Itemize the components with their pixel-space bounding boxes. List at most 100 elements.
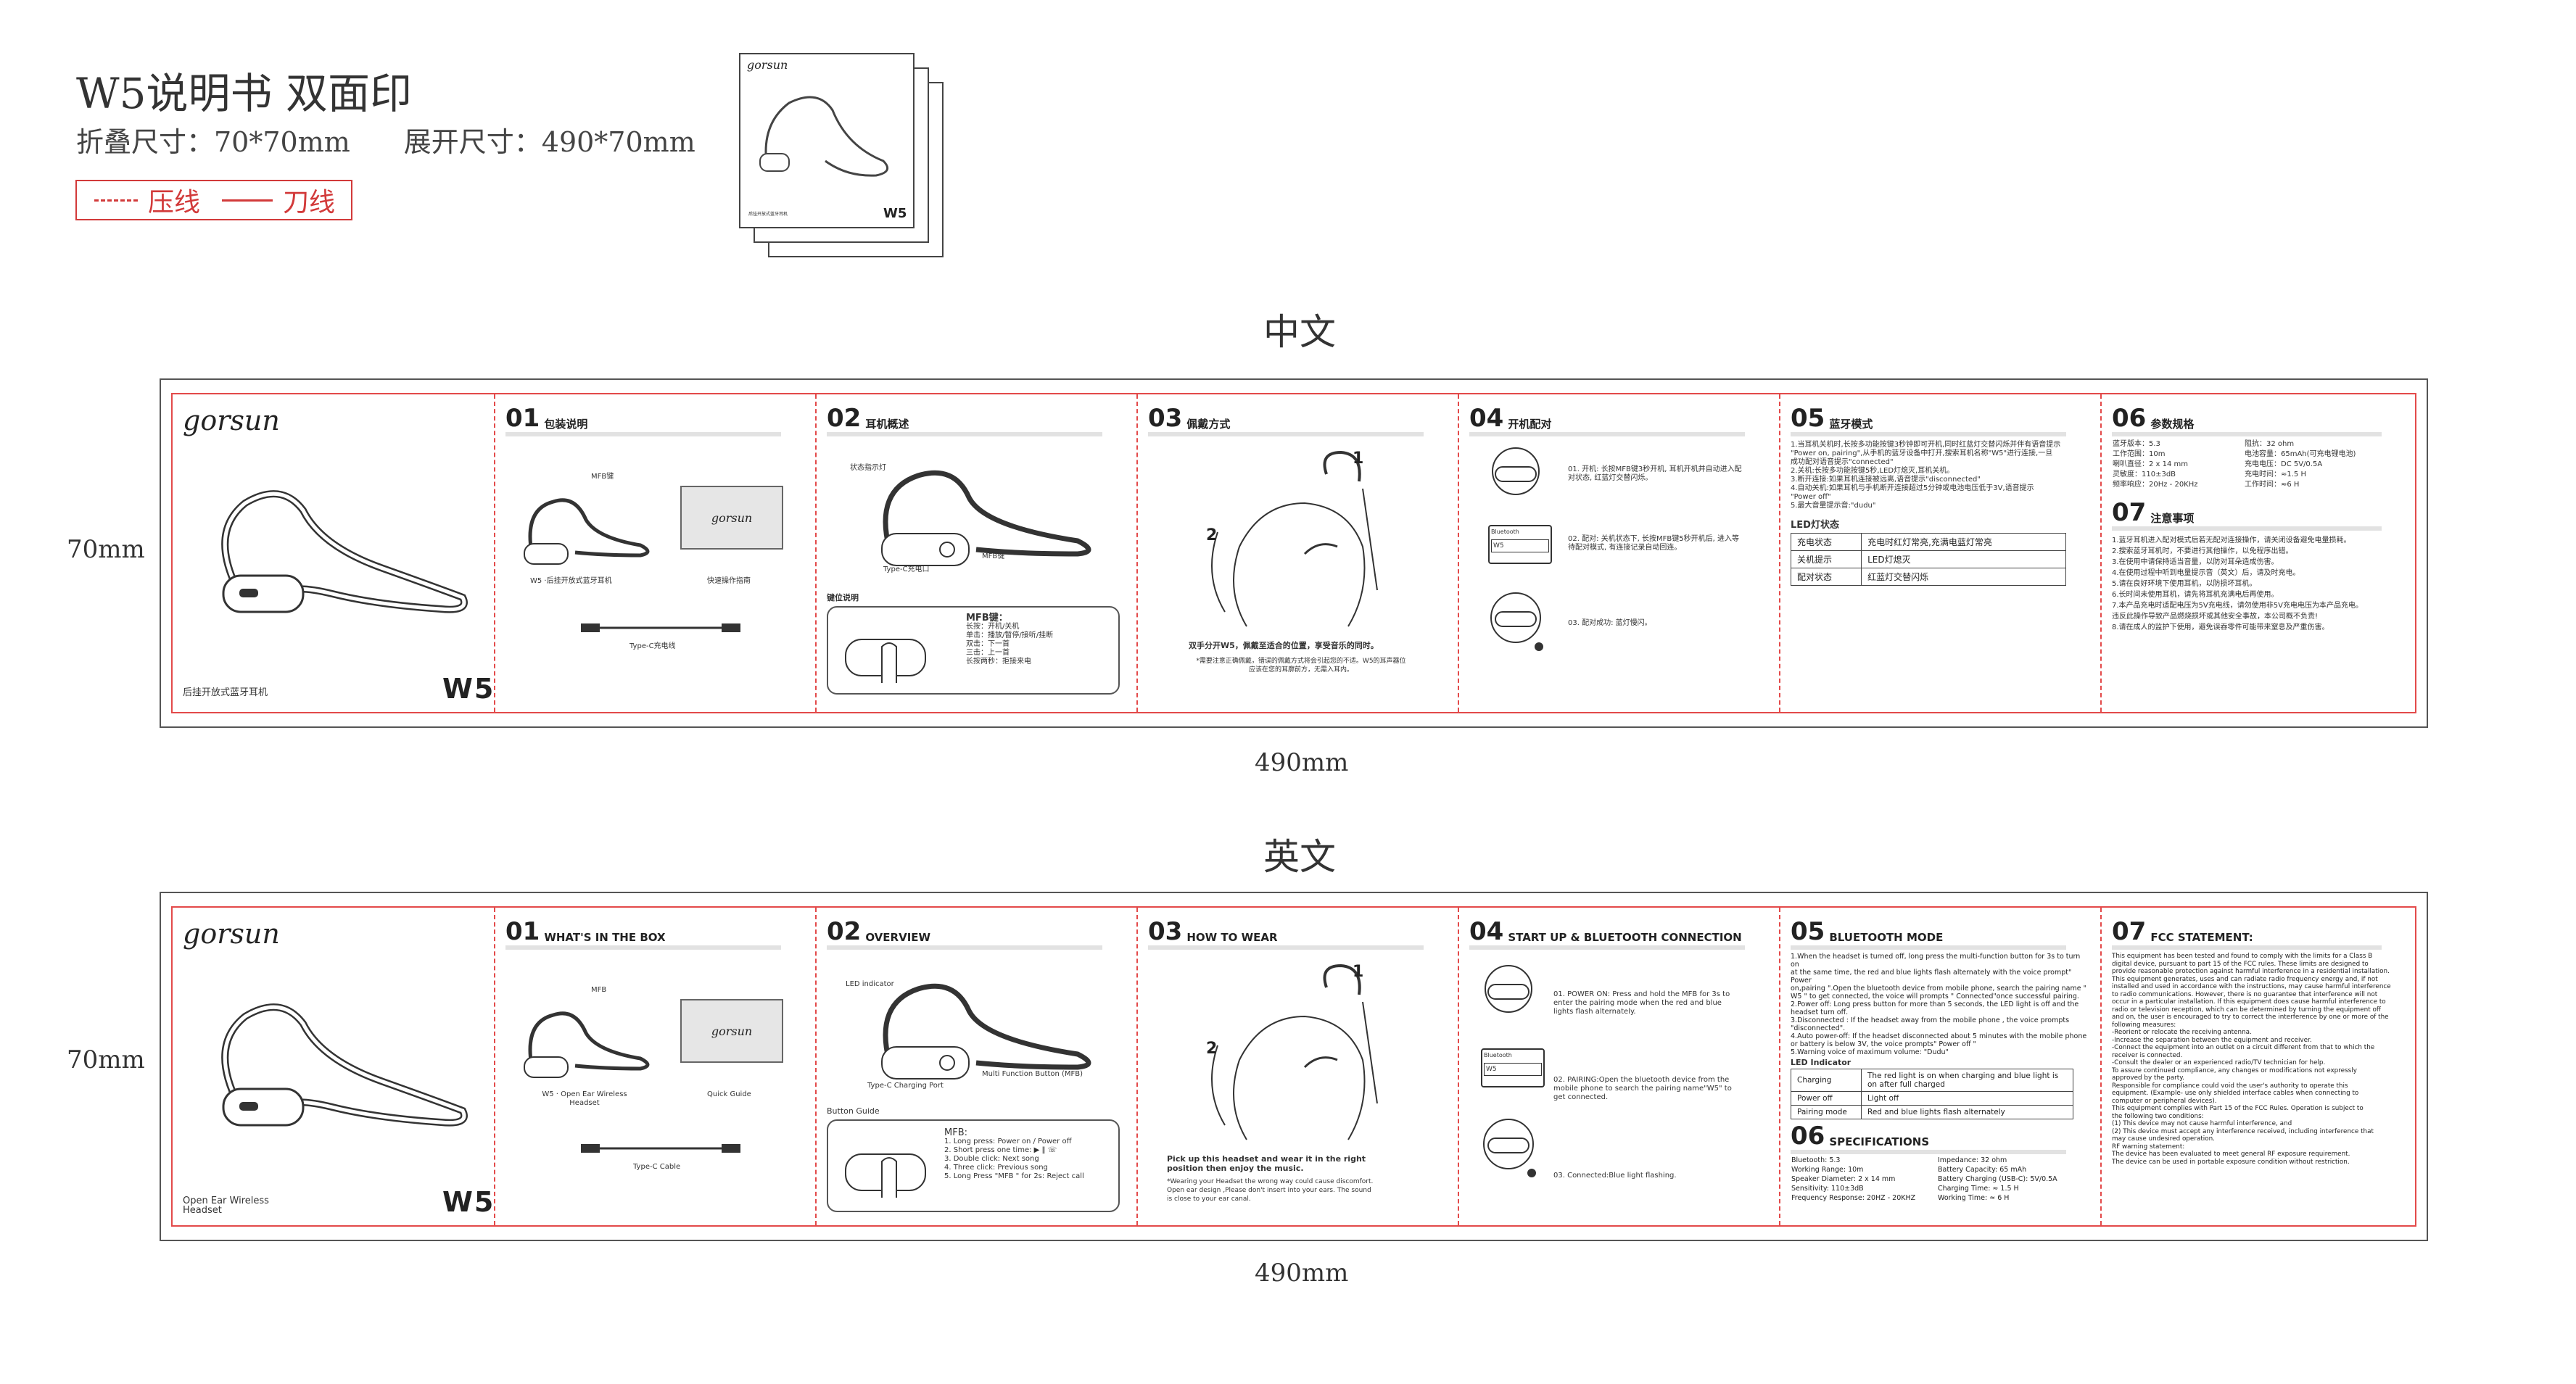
fcc-line: This equipment generates, uses and can r… [2112, 975, 2378, 983]
wear-instruction: 双手分开W5，佩戴至适合的位置，享受音乐的同时。 [1189, 641, 1379, 650]
line-legend: 压线 刀线 [75, 180, 352, 220]
height-dim-cn: 70mm [67, 535, 145, 564]
quick-guide-label: 快速操作指南 [707, 577, 751, 585]
step-connected: 03. Connected:Blue light flashing. [1553, 1172, 1677, 1180]
step-power-on: 01. 开机: 长按MFB键3秒开机, 耳机开机并自动进入配对状态, 红蓝灯交替… [1568, 465, 1742, 482]
panel-title: 注意事项 [2150, 512, 2195, 525]
headset-overview-icon [881, 983, 1091, 1080]
panel-05: 05 BLUETOOTH MODE 1.When the headset is t… [1779, 908, 2100, 1225]
cover-brand: gorsun [183, 405, 280, 436]
headset-label: W5 ·后挂开放式蓝牙耳机 [530, 577, 612, 585]
fcc-line: To assure continued compliance, any chan… [2112, 1066, 2357, 1074]
fcc-line: occur in a particular installation. If t… [2112, 998, 2386, 1006]
quick-guide-image: gorsun [680, 486, 783, 550]
step-pairing: 02. PAIRING:Open the bluetooth device fr… [1553, 1076, 1732, 1101]
mfb-line: 长按两秒：拒接来电 [966, 658, 1031, 666]
fcc-line: approved by the party. [2112, 1074, 2184, 1082]
bluetooth-label: Bluetooth [1491, 529, 1519, 535]
mfb-line: 长按：开机/关机 [966, 623, 1020, 631]
height-dim-en: 70mm [67, 1045, 145, 1074]
port-label: Type-C Charging Port [867, 1082, 944, 1090]
section-title-en: 英文 [1263, 836, 1336, 878]
fcc-line: The device can be used in portable expos… [2112, 1158, 2350, 1166]
cable-icon [581, 1144, 740, 1153]
fcc-line: -Reorient or relocate the receiving ante… [2112, 1029, 2252, 1036]
mfb-line: 4. Three click: Previous song [944, 1164, 1048, 1172]
panel-number: 02 [827, 917, 862, 946]
unfolded-size: 展开尺寸：490*70mm [403, 126, 695, 158]
panel-title: 佩戴方式 [1186, 418, 1231, 431]
fcc-line: This equipment has been tested and found… [2112, 953, 2373, 960]
port-label: Type-C充电口 [883, 565, 930, 573]
button-guide-title: Button Guide [827, 1106, 880, 1116]
dashed-line-icon [94, 199, 138, 202]
panel-number: 06 [2112, 404, 2147, 433]
fcc-line: to radio communications. However, there … [2112, 990, 2378, 998]
fcc-line: installed and used in accordance with th… [2112, 983, 2391, 990]
headset-small-icon [524, 498, 650, 565]
section-title-cn: 中文 [1263, 311, 1336, 353]
fcc-line: (2) This device must accept any interfer… [2112, 1127, 2374, 1135]
panel-number: 05 [1791, 404, 1825, 433]
mfb-line: 双击：下一首 [966, 640, 1010, 648]
fcc-line: may cause undesired operation. [2112, 1135, 2215, 1143]
fcc-line: provide reasonable protection against ha… [2112, 968, 2390, 975]
panel-title: BLUETOOTH MODE [1829, 931, 1944, 944]
mfb-line: 三击：上一首 [966, 649, 1010, 657]
step-1: 1 [1353, 449, 1364, 468]
headset-illustration [221, 1003, 468, 1127]
panel-number: 01 [505, 404, 540, 433]
cable-label: Type-C充电线 [629, 642, 676, 650]
quick-guide-label: Quick Guide [707, 1090, 751, 1098]
led-label: LED indicator [846, 980, 894, 988]
power-on-icon [1492, 447, 1540, 495]
panel-number: 07 [2112, 917, 2147, 946]
mfb-heading: MFB键： [966, 613, 1008, 623]
fcc-line: following measures: [2112, 1021, 2176, 1029]
panel-number: 02 [827, 404, 862, 433]
phone-bluetooth-icon: Bluetooth W5 [1488, 525, 1552, 564]
panel-number: 05 [1791, 917, 1825, 946]
booklet-mockup: gorsun 后挂开放式蓝牙耳机 W5 [738, 52, 978, 262]
fcc-line: receiver is connected. [2112, 1051, 2183, 1059]
panel-title: 蓝牙模式 [1829, 418, 1873, 431]
phone-bluetooth-icon: Bluetooth W5 [1481, 1048, 1545, 1087]
power-on-icon [1485, 965, 1532, 1013]
fcc-line: computer or peripheral devices). [2112, 1097, 2217, 1105]
fcc-line: equipment. (Example- use only shielded i… [2112, 1090, 2359, 1097]
panel-header: 01 包装说明 [505, 406, 781, 436]
bt-mode-text: 1.When the headset is turned off, long p… [1791, 953, 2087, 1056]
width-dim-en: 490mm [1255, 1259, 1349, 1288]
page-title: W5说明书 双面印 [76, 69, 412, 118]
fcc-line: The device has been evaluated to meet ge… [2112, 1151, 2350, 1158]
cable-label: Type-C Cable [633, 1163, 681, 1171]
step-2: 2 [1206, 526, 1218, 544]
fcc-line: digital device, pursuant to part 15 of t… [2112, 960, 2369, 968]
mfb-line: 5. Long Press "MFB " for 2s: Reject call [944, 1172, 1084, 1180]
booklet-model: W5 [883, 206, 907, 221]
wearing-illustration [1211, 964, 1378, 1140]
connected-icon [1490, 592, 1543, 651]
cover-model: W5 [442, 673, 494, 705]
panel-cover: gorsun Open Ear Wireless Headset W5 [173, 908, 494, 1225]
headset-label: W5 · Open Ear Wireless Headset [542, 1090, 627, 1107]
step-2: 2 [1206, 1040, 1218, 1058]
button-guide-title: 键位说明 [827, 593, 859, 602]
fcc-text: This equipment has been tested and found… [2112, 953, 2405, 1166]
step-connected: 03. 配对成功: 蓝灯慢闪。 [1568, 619, 1652, 627]
panel-title: 包装说明 [544, 418, 588, 431]
panel-number: 03 [1148, 917, 1183, 946]
cover-caption: Open Ear Wireless Headset [183, 1196, 269, 1216]
fcc-line: This equipment complies with Part 15 of … [2112, 1105, 2364, 1112]
finger-press-icon [845, 639, 926, 683]
panel-title: HOW TO WEAR [1186, 931, 1278, 944]
